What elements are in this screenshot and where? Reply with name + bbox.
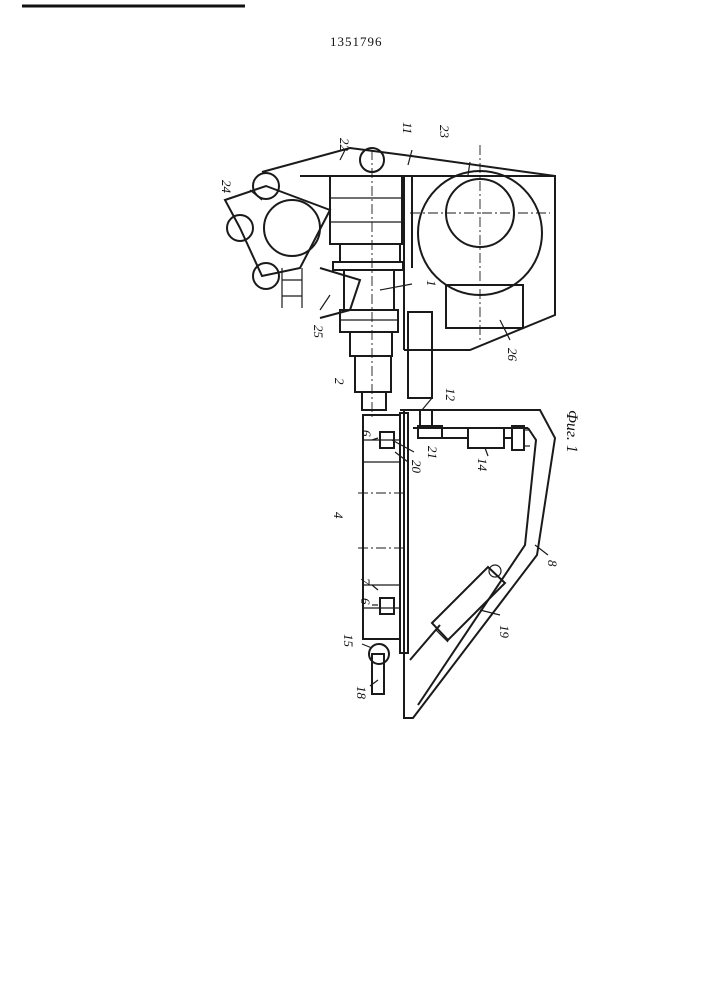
roll-4 [358, 415, 410, 639]
label-4: 4 [331, 512, 346, 519]
label-6b: 6 [358, 598, 373, 605]
label-22: 22 [337, 138, 352, 152]
label-19: 19 [497, 625, 512, 639]
support-block [408, 312, 432, 398]
label-12: 12 [443, 388, 458, 402]
lever-18 [372, 654, 384, 694]
label-1: 1 [424, 280, 439, 287]
label-14: 14 [475, 458, 490, 472]
label-15: 15 [341, 634, 356, 648]
label-7: 7 [358, 578, 373, 585]
label-21: 21 [425, 446, 440, 459]
label-2: 2 [332, 378, 347, 385]
label-18: 18 [354, 686, 369, 700]
label-23: 23 [437, 125, 452, 139]
cylinder-14 [440, 426, 530, 450]
patent-number: 1351796 [330, 34, 383, 49]
label-26: 26 [505, 348, 520, 362]
label-20: 20 [409, 460, 424, 474]
drum-23 [410, 145, 550, 340]
label-11: 11 [400, 122, 415, 134]
label-25: 25 [311, 325, 326, 339]
pulley-assembly-24 [225, 186, 330, 308]
label-6a: 6 [359, 430, 374, 437]
figure-caption: Фиг. 1 [563, 410, 580, 453]
label-24: 24 [219, 180, 234, 194]
frame-8 [400, 410, 555, 718]
label-8: 8 [545, 560, 560, 567]
bracket-12 [418, 410, 442, 438]
